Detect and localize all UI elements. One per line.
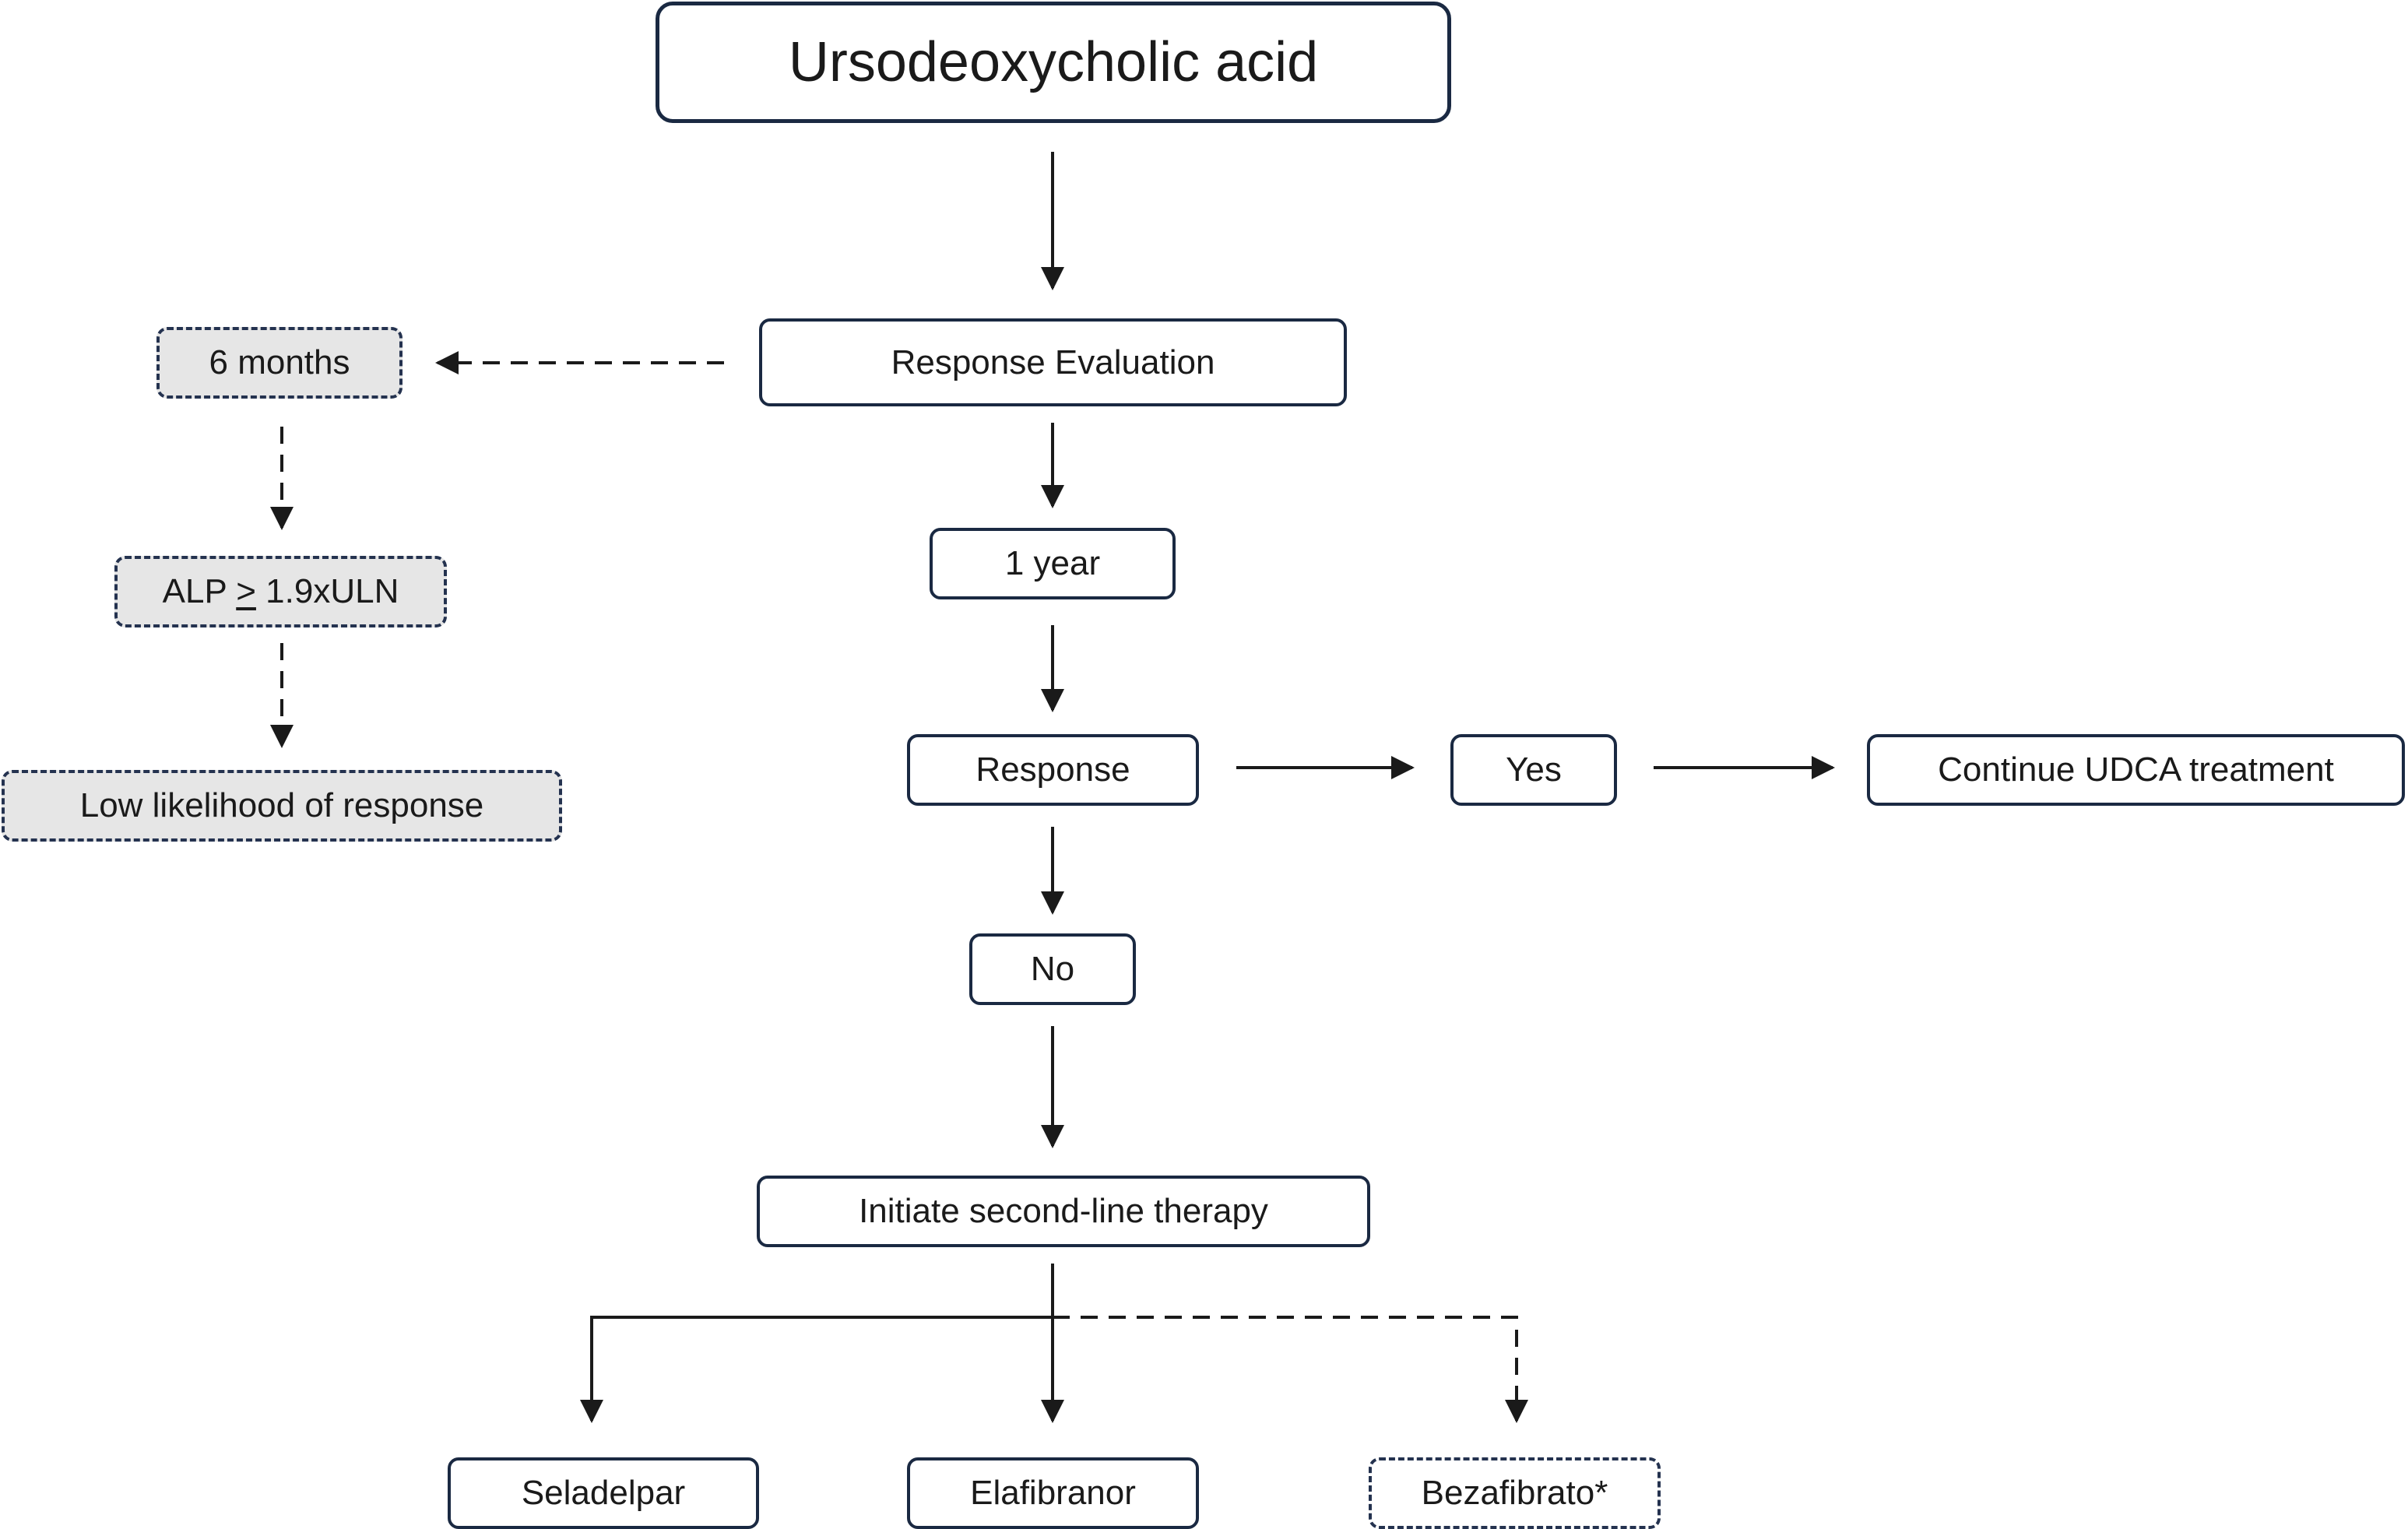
alp-prefix: ALP — [162, 572, 237, 610]
greater-or-equal-symbol: > — [236, 572, 256, 610]
bezafibrato-node: Bezafibrato* — [1369, 1457, 1661, 1529]
seladelpar-node: Seladelpar — [448, 1457, 759, 1529]
bezafibrato-label: Bezafibrato* — [1421, 1474, 1608, 1512]
arrow-second-line-to-seladelpar — [580, 1316, 1053, 1423]
six-months-node: 6 months — [156, 327, 403, 399]
seladelpar-label: Seladelpar — [521, 1474, 686, 1512]
elafibranor-label: Elafibranor — [970, 1474, 1136, 1512]
alp-suffix: 1.9xULN — [255, 572, 399, 610]
yes-node: Yes — [1450, 734, 1617, 806]
response-evaluation-node: Response Evaluation — [759, 318, 1347, 406]
no-node: No — [969, 933, 1136, 1005]
continue-udca-node: Continue UDCA treatment — [1867, 734, 2405, 806]
one-year-label: 1 year — [1004, 544, 1101, 582]
low-likelihood-node: Low likelihood of response — [2, 770, 562, 842]
response-node: Response — [907, 734, 1199, 806]
one-year-node: 1 year — [930, 528, 1176, 599]
six-months-label: 6 months — [209, 343, 350, 381]
alp-threshold-node: ALP > 1.9xULN — [114, 556, 447, 627]
second-line-node: Initiate second-line therapy — [757, 1176, 1370, 1247]
response-label: Response — [976, 750, 1130, 789]
arrow-second-line-to-bezafibrato — [1053, 1316, 1528, 1423]
low-likelihood-label: Low likelihood of response — [79, 786, 484, 824]
udca-label: Ursodeoxycholic acid — [788, 31, 1319, 93]
response-evaluation-label: Response Evaluation — [891, 343, 1215, 381]
alp-threshold-label: ALP > 1.9xULN — [163, 572, 399, 611]
second-line-label: Initiate second-line therapy — [859, 1192, 1268, 1230]
udca-node: Ursodeoxycholic acid — [656, 2, 1451, 123]
continue-udca-label: Continue UDCA treatment — [1938, 750, 2334, 789]
yes-label: Yes — [1506, 750, 1562, 789]
no-label: No — [1030, 950, 1075, 988]
elafibranor-node: Elafibranor — [907, 1457, 1199, 1529]
